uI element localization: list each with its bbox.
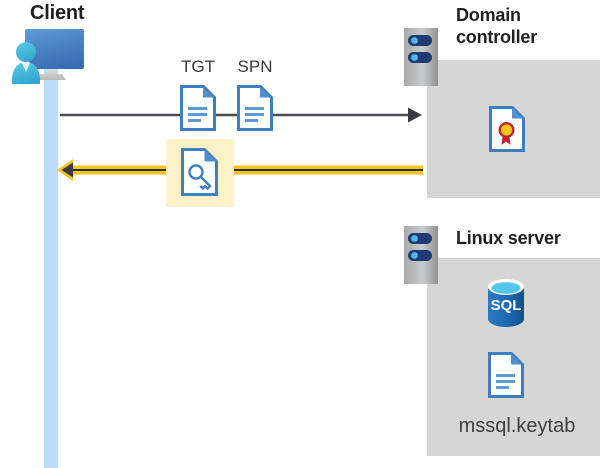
tgt-document-icon bbox=[180, 85, 216, 131]
tgt-label: TGT bbox=[181, 57, 215, 76]
certificate-document-icon bbox=[489, 106, 525, 152]
user-with-monitor-icon bbox=[8, 26, 92, 88]
domain-controller-title-line1: Domain bbox=[456, 5, 521, 25]
key-document-icon bbox=[181, 148, 218, 196]
server-rack-icon bbox=[404, 28, 438, 86]
domain-controller-title: Domain controller bbox=[456, 4, 596, 48]
keytab-filename-label: mssql.keytab bbox=[458, 415, 576, 437]
spn-label: SPN bbox=[237, 57, 273, 76]
domain-controller-title-line2: controller bbox=[456, 27, 538, 47]
linux-server-title: Linux server bbox=[456, 228, 561, 248]
server-rack-icon bbox=[404, 226, 438, 284]
svg-text:SQL: SQL bbox=[491, 297, 522, 314]
client-title: Client bbox=[30, 2, 85, 24]
client-lifeline bbox=[44, 68, 58, 468]
document-icon bbox=[488, 352, 524, 398]
request-arrow bbox=[60, 100, 422, 130]
sql-database-icon: SQL bbox=[485, 278, 527, 328]
spn-document-icon bbox=[237, 85, 273, 131]
reply-arrow bbox=[55, 155, 423, 185]
